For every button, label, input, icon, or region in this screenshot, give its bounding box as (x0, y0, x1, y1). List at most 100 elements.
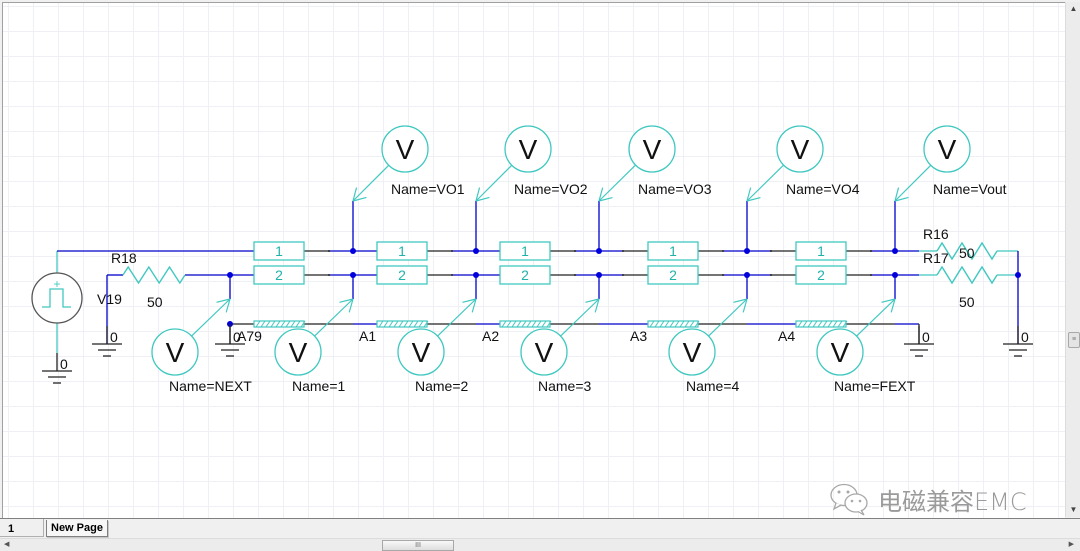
tline-conductor (376, 265, 428, 285)
voltmeter-symbol: V (289, 337, 308, 368)
probe-line (352, 164, 390, 202)
scroll-up-arrow-icon[interactable]: ▲ (1069, 4, 1078, 13)
hatch-stroke (679, 320, 685, 328)
hatch-stroke (689, 320, 695, 328)
voltmeter-circle (668, 328, 716, 376)
pin-marker (770, 274, 772, 276)
voltmeter-symbol: V (938, 134, 957, 165)
voltmeter-top: V (746, 125, 824, 202)
voltmeter-circle (397, 328, 445, 376)
tline-ref-label: A3 (630, 328, 647, 344)
probe-line (598, 164, 637, 202)
probe-arrow (733, 298, 748, 303)
probe-arrow (890, 298, 896, 313)
plus-sign: + (53, 277, 60, 291)
horizontal-scrollbar[interactable]: ◀ III ▶ (0, 538, 1080, 551)
horizontal-scroll-thumb[interactable]: III (382, 540, 454, 551)
hatch-stroke (295, 320, 301, 328)
voltmeter-name-label: Name=Vout (933, 181, 1007, 197)
hatch-stroke (383, 320, 389, 328)
hatch-stroke (300, 320, 306, 328)
voltmeter-symbol: V (396, 134, 415, 165)
probe-arrow (742, 298, 748, 313)
tline-conductor-number: 1 (669, 243, 677, 259)
voltmeter-circle (923, 125, 971, 173)
tline-conductor-number: 2 (669, 267, 677, 283)
tline-reference (795, 320, 847, 328)
ground-symbol (215, 326, 245, 357)
page-tab-bar: 1 New Page (0, 518, 1080, 539)
voltmeter-name-label: Name=VO1 (391, 181, 465, 197)
hatch-stroke (290, 320, 296, 328)
tline-conductor (253, 241, 305, 261)
scroll-right-arrow-icon[interactable]: ▶ (1068, 541, 1074, 548)
pin-marker (770, 250, 772, 252)
probe-arrow (585, 298, 600, 303)
voltmeter-symbol: V (166, 337, 185, 368)
tline-ref-label: A1 (359, 328, 376, 344)
ground-label: 0 (110, 329, 118, 345)
probe-arrow (225, 298, 231, 313)
resistor-ref-label: R17 (923, 250, 949, 266)
hatch-stroke (423, 320, 429, 328)
vertical-scroll-thumb[interactable]: ≡ (1068, 332, 1080, 348)
probe-arrow (598, 197, 613, 202)
voltmeter-top: V (475, 125, 552, 202)
ground-symbol (904, 326, 934, 357)
junction-dot (744, 272, 750, 278)
watermark: 电磁兼容EMC (828, 482, 1027, 516)
hatch-stroke (265, 320, 271, 328)
tab-new-page[interactable]: New Page (46, 520, 108, 537)
probe-arrow (339, 298, 354, 303)
voltmeter-circle (520, 328, 568, 376)
hatch-stroke (531, 320, 537, 328)
voltmeter-name-label: Name=VO2 (514, 181, 588, 197)
pin-marker (574, 274, 576, 276)
hatch-stroke (270, 320, 276, 328)
probe-arrow (881, 298, 896, 303)
hatch-stroke (832, 320, 838, 328)
scroll-left-arrow-icon[interactable]: ◀ (4, 541, 10, 548)
hatch-stroke (827, 320, 833, 328)
pin-marker (870, 250, 872, 252)
hatch-stroke (674, 320, 680, 328)
tline-ref-label: A4 (778, 328, 795, 344)
hatch-stroke (669, 320, 675, 328)
pin-marker (870, 274, 872, 276)
hatch-stroke (797, 320, 803, 328)
tline-conductor-number: 2 (521, 267, 529, 283)
tline-conductor-number: 2 (398, 267, 406, 283)
voltmeter-name-label: Name=4 (686, 378, 740, 394)
pin-marker (574, 250, 576, 252)
voltmeter-name-label: Name=2 (415, 378, 469, 394)
voltmeter-circle (776, 125, 824, 173)
tline-conductor-number: 1 (275, 243, 283, 259)
tline-conductor (647, 265, 699, 285)
probe-line (746, 164, 785, 202)
probe-arrow (746, 197, 761, 202)
hatch-stroke (511, 320, 517, 328)
tline-conductor-number: 2 (817, 267, 825, 283)
voltmeter-symbol: V (683, 337, 702, 368)
hatch-stroke (694, 320, 700, 328)
probe-arrow (598, 187, 604, 202)
resistor-r17 (936, 265, 998, 285)
hatch-stroke (541, 320, 547, 328)
junction-dot (744, 248, 750, 254)
voltmeter-symbol: V (535, 337, 554, 368)
hatch-stroke (817, 320, 823, 328)
watermark-text: 电磁兼容EMC (878, 487, 1027, 516)
voltmeter-bottom: V (520, 298, 600, 376)
probe-arrow (894, 187, 900, 202)
pin-marker (328, 274, 330, 276)
pin-marker (451, 250, 453, 252)
vertical-scrollbar[interactable]: ▲ ≡ ▼ (1065, 2, 1080, 517)
tline-conductor-number: 1 (817, 243, 825, 259)
hatch-stroke (659, 320, 665, 328)
junction-dot (350, 248, 356, 254)
voltmeter-circle (816, 328, 864, 376)
ground-label: 0 (1021, 329, 1029, 345)
scroll-down-arrow-icon[interactable]: ▼ (1069, 505, 1078, 514)
